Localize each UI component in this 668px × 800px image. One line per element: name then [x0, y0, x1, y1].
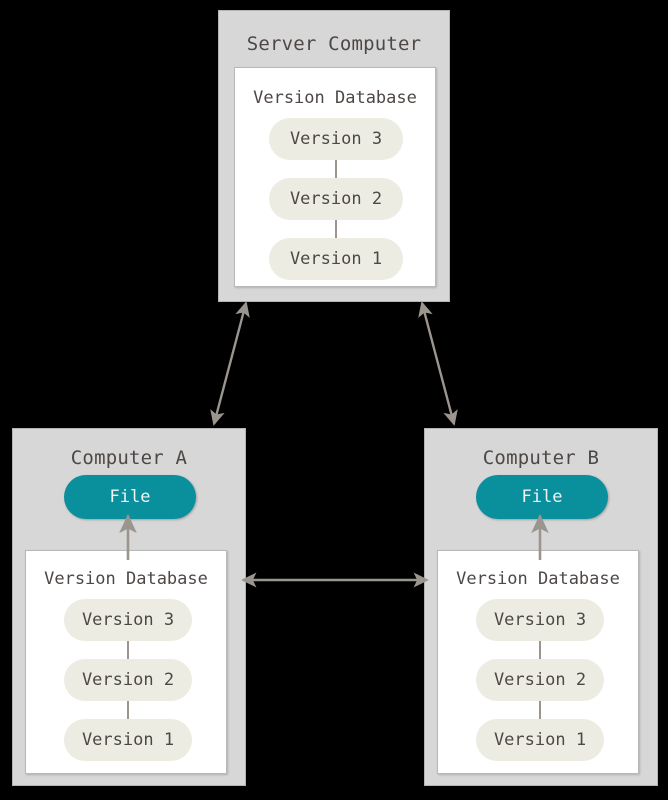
computer-a-version-database-box: Version Database Version 3 Version 2 Ver…	[25, 550, 227, 774]
arrow-server-to-computer-b	[418, 301, 458, 426]
computer-a-version-connector-2-1	[127, 701, 129, 719]
computer-a-version-connector-3-2	[127, 641, 129, 659]
server-version-connector-2-1	[335, 220, 337, 238]
computer-a-version-database-title: Version Database	[44, 569, 208, 589]
computer-a-version-pill-3: Version 3	[64, 599, 192, 641]
computer-b-version-pill-3: Version 3	[476, 599, 604, 641]
computer-b-file-pill: File	[476, 475, 608, 519]
computer-a-version-pill-2: Version 2	[64, 659, 192, 701]
arrow-server-to-computer-a	[210, 301, 250, 426]
server-version-connector-3-2	[335, 160, 337, 178]
server-computer-title: Server Computer	[246, 33, 422, 55]
server-version-database-title: Version Database	[253, 88, 417, 108]
server-version-database-box: Version Database Version 3 Version 2 Ver…	[234, 67, 436, 287]
computer-b-version-database-box: Version Database Version 3 Version 2 Ver…	[437, 550, 639, 774]
computer-b-version-database-title: Version Database	[456, 569, 620, 589]
computer-b-version-connector-3-2	[539, 641, 541, 659]
computer-b-version-connector-2-1	[539, 701, 541, 719]
computer-b-box: Computer B File Version Database Version…	[424, 428, 658, 786]
computer-b-version-pill-1: Version 1	[476, 719, 604, 761]
computer-a-version-pill-1: Version 1	[64, 719, 192, 761]
server-computer-box: Server Computer Version Database Version…	[218, 10, 450, 302]
server-version-pill-3: Version 3	[269, 118, 403, 160]
computer-a-box: Computer A File Version Database Version…	[12, 428, 246, 786]
server-version-pill-2: Version 2	[269, 178, 403, 220]
server-version-pill-1: Version 1	[269, 238, 403, 280]
computer-b-title: Computer B	[482, 447, 600, 469]
computer-b-version-pill-2: Version 2	[476, 659, 604, 701]
computer-a-title: Computer A	[70, 447, 188, 469]
computer-a-file-pill: File	[64, 475, 196, 519]
